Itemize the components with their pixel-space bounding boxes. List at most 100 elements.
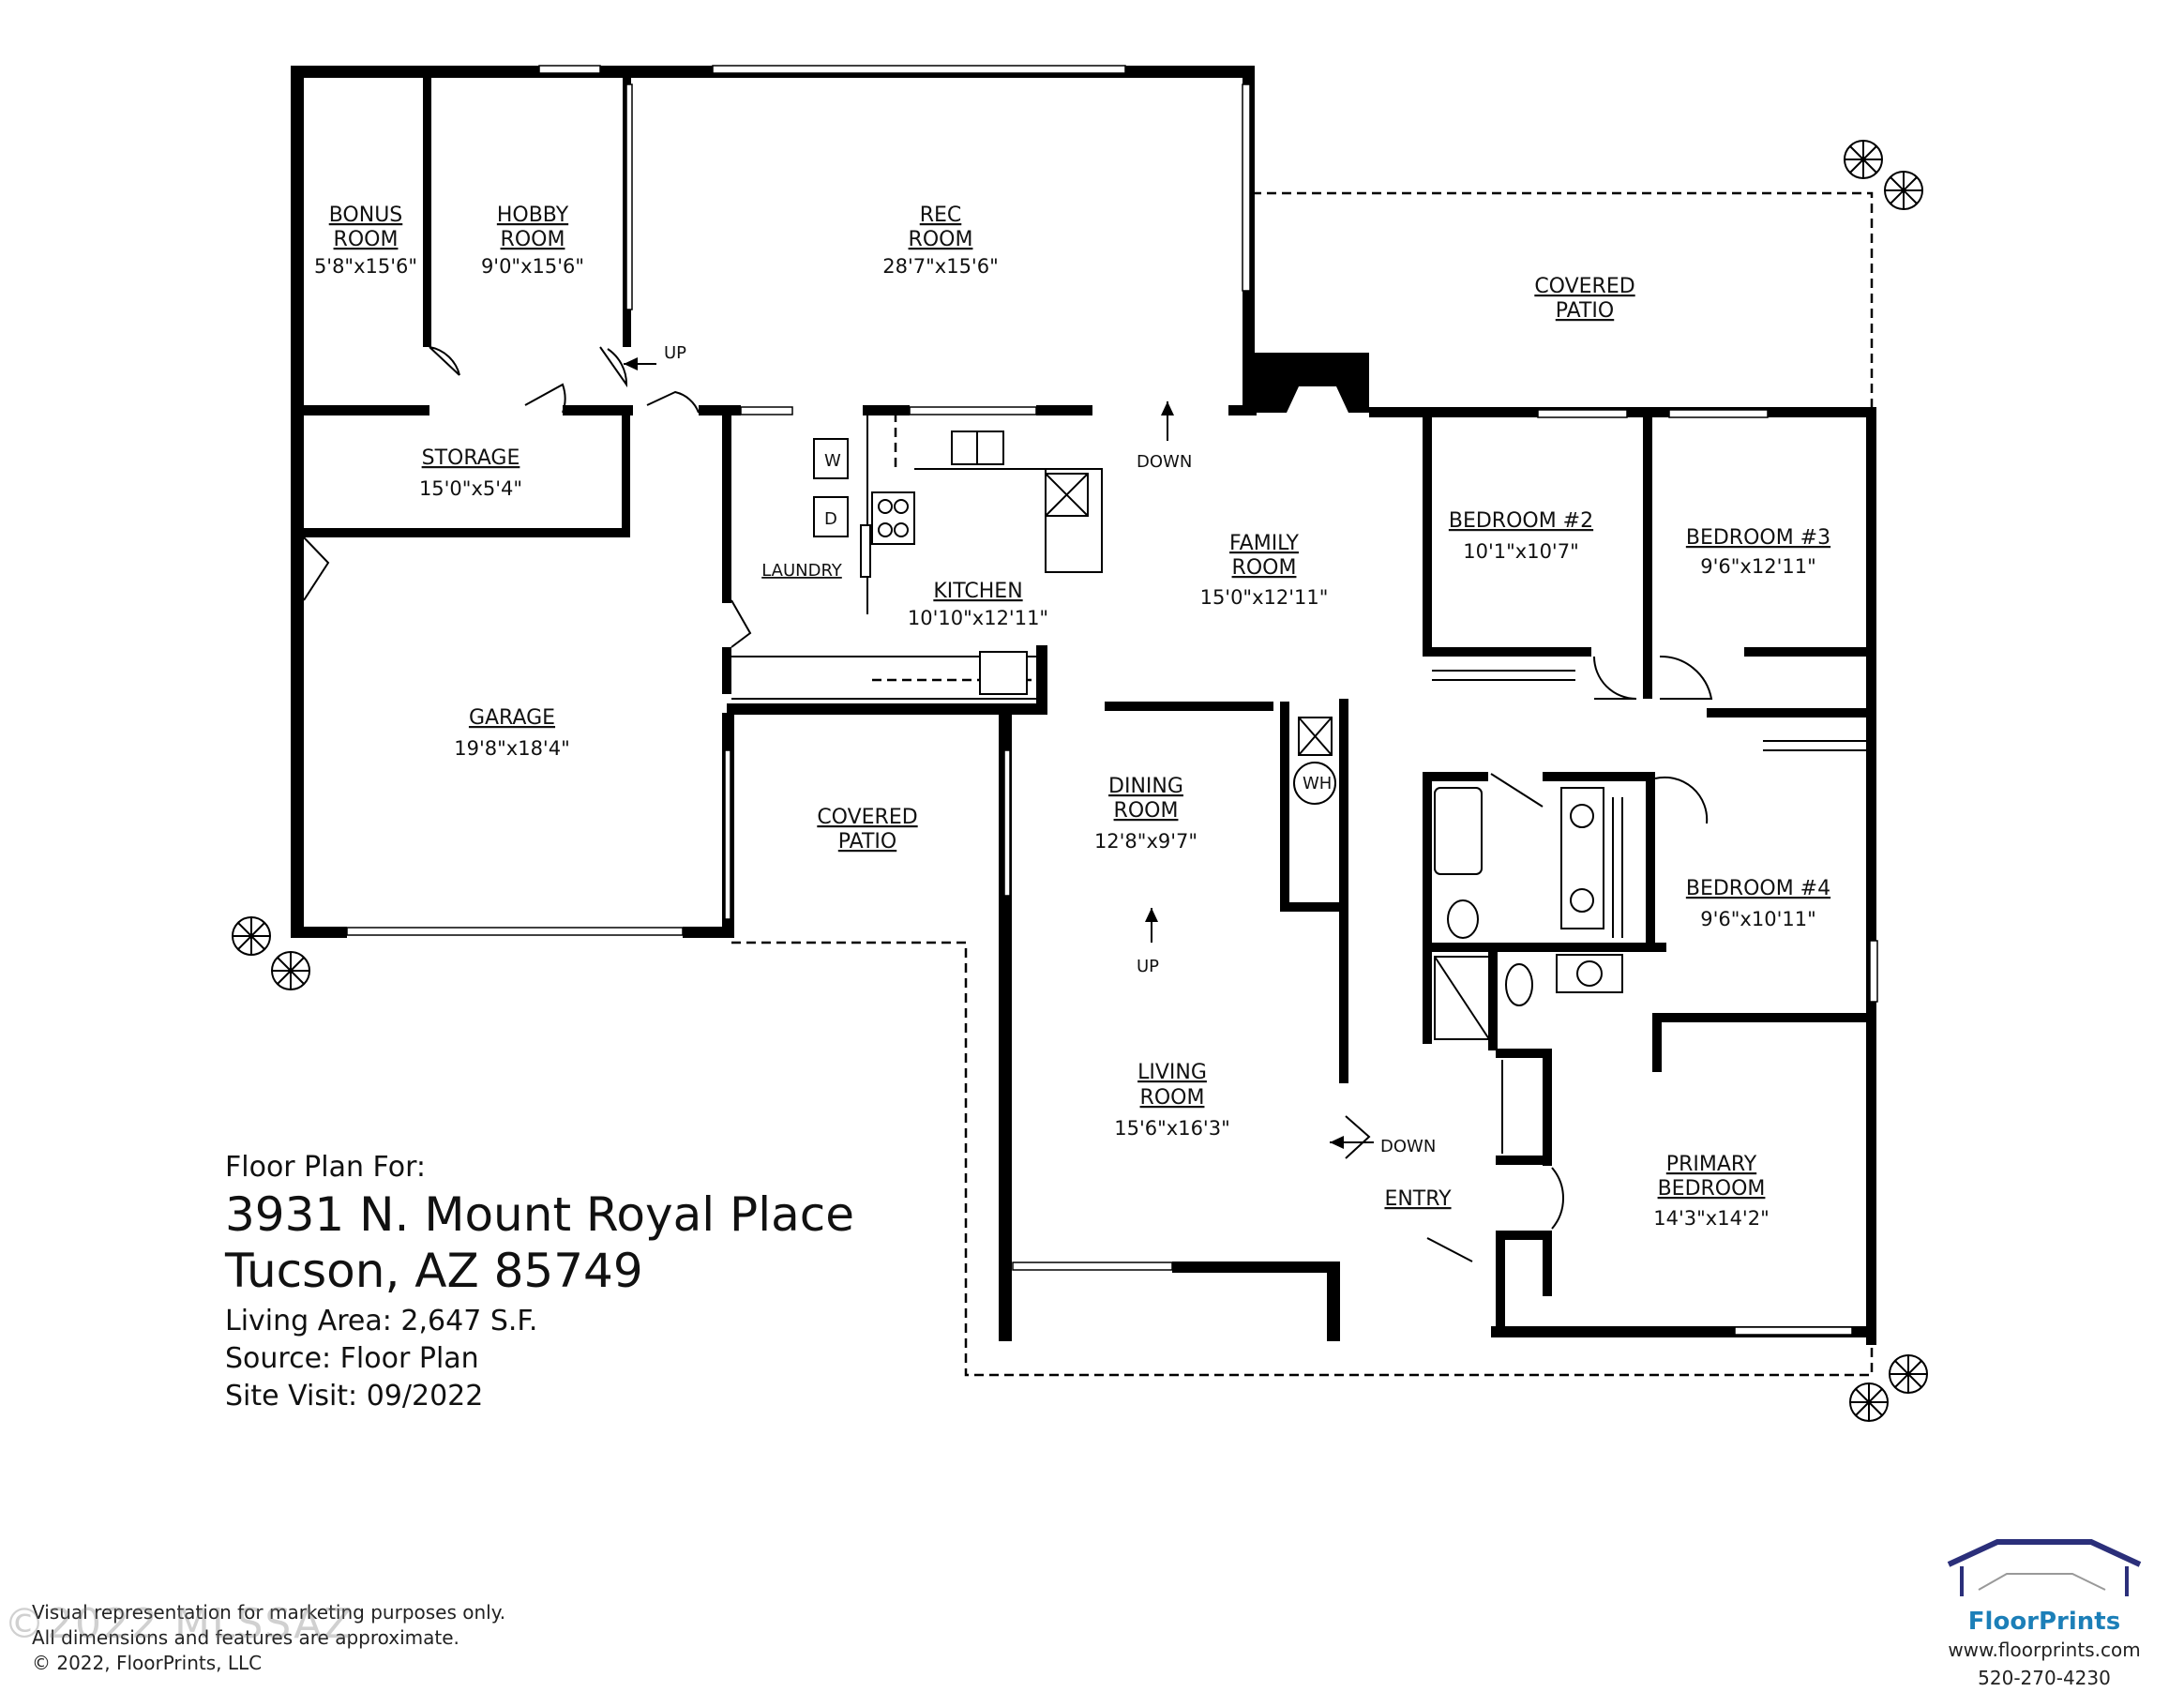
- svg-text:BONUS: BONUS: [329, 204, 403, 227]
- svg-text:28'7"x15'6": 28'7"x15'6": [882, 255, 998, 278]
- svg-text:ROOM: ROOM: [1232, 556, 1297, 580]
- room-bedroom-2: BEDROOM #2 10'1"x10'7": [1449, 509, 1593, 563]
- svg-text:9'0"x15'6": 9'0"x15'6": [481, 255, 584, 278]
- svg-text:10'1"x10'7": 10'1"x10'7": [1463, 540, 1578, 563]
- room-covered-patio-side: COVERED PATIO: [817, 806, 917, 854]
- svg-text:GARAGE: GARAGE: [469, 706, 555, 730]
- svg-text:HOBBY: HOBBY: [497, 204, 569, 227]
- room-storage: STORAGE 15'0"x5'4": [419, 446, 522, 500]
- direction-arrows: [624, 357, 1374, 1149]
- room-rec: REC ROOM 28'7"x15'6": [882, 204, 998, 278]
- room-bedroom-4: BEDROOM #4 9'6"x10'11": [1686, 877, 1830, 930]
- svg-text:ROOM: ROOM: [909, 228, 973, 251]
- svg-text:5'8"x15'6": 5'8"x15'6": [314, 255, 417, 278]
- brand-phone: 520-270-4230: [1978, 1667, 2111, 1689]
- room-bedroom-3: BEDROOM #3 9'6"x12'11": [1686, 526, 1830, 578]
- toilet-icon: [1447, 899, 1479, 939]
- living-area: Living Area: 2,647 S.F.: [225, 1305, 538, 1337]
- marker-labels: UP DOWN UP DOWN: [664, 343, 1436, 1156]
- site-visit: Site Visit: 09/2022: [225, 1380, 484, 1413]
- address-line-1: 3931 N. Mount Royal Place: [225, 1187, 854, 1242]
- room-hobby: HOBBY ROOM 9'0"x15'6": [481, 204, 584, 278]
- svg-text:ROOM: ROOM: [1140, 1086, 1205, 1110]
- svg-text:ROOM: ROOM: [334, 228, 399, 251]
- room-covered-patio-rear: COVERED PATIO: [1534, 275, 1634, 323]
- room-living: LIVING ROOM 15'6"x16'3": [1114, 1061, 1229, 1140]
- address-line-2: Tucson, AZ 85749: [225, 1244, 643, 1298]
- water-heater-label: WH: [1303, 774, 1332, 793]
- svg-text:PATIO: PATIO: [1556, 299, 1614, 323]
- svg-text:ENTRY: ENTRY: [1384, 1187, 1452, 1211]
- tree-icon: [1889, 1354, 1928, 1394]
- svg-text:12'8"x9'7": 12'8"x9'7": [1094, 830, 1197, 853]
- disclaimer: Visual representation for marketing purp…: [32, 1600, 505, 1676]
- room-entry: ENTRY: [1384, 1187, 1452, 1211]
- svg-text:LIVING: LIVING: [1137, 1061, 1207, 1084]
- svg-text:REC: REC: [920, 204, 962, 227]
- copyright: © 2022, FloorPrints, LLC: [32, 1652, 263, 1674]
- brand-name: FloorPrints: [1967, 1608, 2121, 1636]
- landscape-trees: [232, 140, 1928, 1422]
- svg-text:9'6"x10'11": 9'6"x10'11": [1700, 908, 1815, 930]
- room-labels: BONUS ROOM 5'8"x15'6" HOBBY ROOM 9'0"x15…: [314, 204, 1830, 1230]
- svg-text:COVERED: COVERED: [1534, 275, 1634, 298]
- room-dining: DINING ROOM 12'8"x9'7": [1094, 775, 1197, 853]
- dryer-label: D: [824, 509, 837, 529]
- svg-text:15'0"x12'11": 15'0"x12'11": [1200, 586, 1329, 609]
- svg-text:BEDROOM #4: BEDROOM #4: [1686, 877, 1830, 900]
- svg-text:BEDROOM: BEDROOM: [1658, 1177, 1766, 1201]
- svg-text:DINING: DINING: [1108, 775, 1183, 798]
- disclaimer-line-1: Visual representation for marketing purp…: [32, 1601, 506, 1624]
- windows: [346, 65, 1878, 1336]
- down-label: DOWN: [1137, 452, 1192, 472]
- svg-text:10'10"x12'11": 10'10"x12'11": [908, 607, 1048, 629]
- svg-text:15'6"x16'3": 15'6"x16'3": [1114, 1117, 1229, 1140]
- doors: [303, 346, 1713, 1262]
- house-logo-icon: [1947, 1539, 2142, 1596]
- svg-text:BEDROOM #3: BEDROOM #3: [1686, 526, 1830, 550]
- svg-text:14'3"x14'2": 14'3"x14'2": [1653, 1207, 1769, 1230]
- svg-text:KITCHEN: KITCHEN: [933, 580, 1022, 603]
- floorprints-brand: FloorPrints www.floorprints.com 520-270-…: [1932, 1538, 2157, 1692]
- svg-text:STORAGE: STORAGE: [422, 446, 520, 470]
- info-heading: Floor Plan For:: [225, 1151, 426, 1184]
- source: Source: Floor Plan: [225, 1342, 479, 1375]
- down-label: DOWN: [1380, 1137, 1436, 1156]
- room-primary-bedroom: PRIMARY BEDROOM 14'3"x14'2": [1653, 1153, 1769, 1230]
- svg-text:15'0"x5'4": 15'0"x5'4": [419, 477, 522, 500]
- dryer-icon: [813, 496, 849, 537]
- svg-text:LAUNDRY: LAUNDRY: [761, 561, 843, 581]
- tree-icon: [271, 951, 310, 990]
- svg-text:COVERED: COVERED: [817, 806, 917, 829]
- room-bonus: BONUS ROOM 5'8"x15'6": [314, 204, 417, 278]
- bathtub-icon: [1434, 787, 1483, 875]
- svg-text:BEDROOM #2: BEDROOM #2: [1449, 509, 1593, 533]
- disclaimer-line-2: All dimensions and features are approxim…: [32, 1626, 459, 1649]
- room-kitchen: KITCHEN 10'10"x12'11": [908, 580, 1048, 629]
- washer-label: W: [824, 451, 841, 471]
- svg-text:FAMILY: FAMILY: [1229, 532, 1299, 555]
- svg-text:ROOM: ROOM: [501, 228, 565, 251]
- water-heater-icon: [1293, 762, 1336, 805]
- tree-icon: [232, 916, 271, 956]
- tree-icon: [1884, 171, 1923, 210]
- stove-icon: [871, 491, 915, 545]
- svg-text:ROOM: ROOM: [1114, 799, 1179, 823]
- tree-icon: [1849, 1382, 1889, 1422]
- fixtures: W D WH: [731, 413, 1866, 1322]
- room-laundry: LAUNDRY: [761, 561, 843, 581]
- patio-boundary-lines: [731, 191, 1874, 1377]
- room-family: FAMILY ROOM 15'0"x12'11": [1200, 532, 1329, 609]
- up-label: UP: [664, 343, 686, 363]
- svg-text:PATIO: PATIO: [838, 830, 896, 854]
- property-info: Floor Plan For: 3931 N. Mount Royal Plac…: [225, 1149, 854, 1415]
- brand-website[interactable]: www.floorprints.com: [1948, 1639, 2141, 1661]
- svg-text:9'6"x12'11": 9'6"x12'11": [1700, 555, 1815, 578]
- room-garage: GARAGE 19'8"x18'4": [454, 706, 569, 760]
- svg-text:19'8"x18'4": 19'8"x18'4": [454, 737, 569, 760]
- washer-icon: [813, 438, 849, 479]
- tree-icon: [1844, 140, 1883, 179]
- up-label: UP: [1137, 957, 1159, 976]
- svg-text:PRIMARY: PRIMARY: [1666, 1153, 1757, 1176]
